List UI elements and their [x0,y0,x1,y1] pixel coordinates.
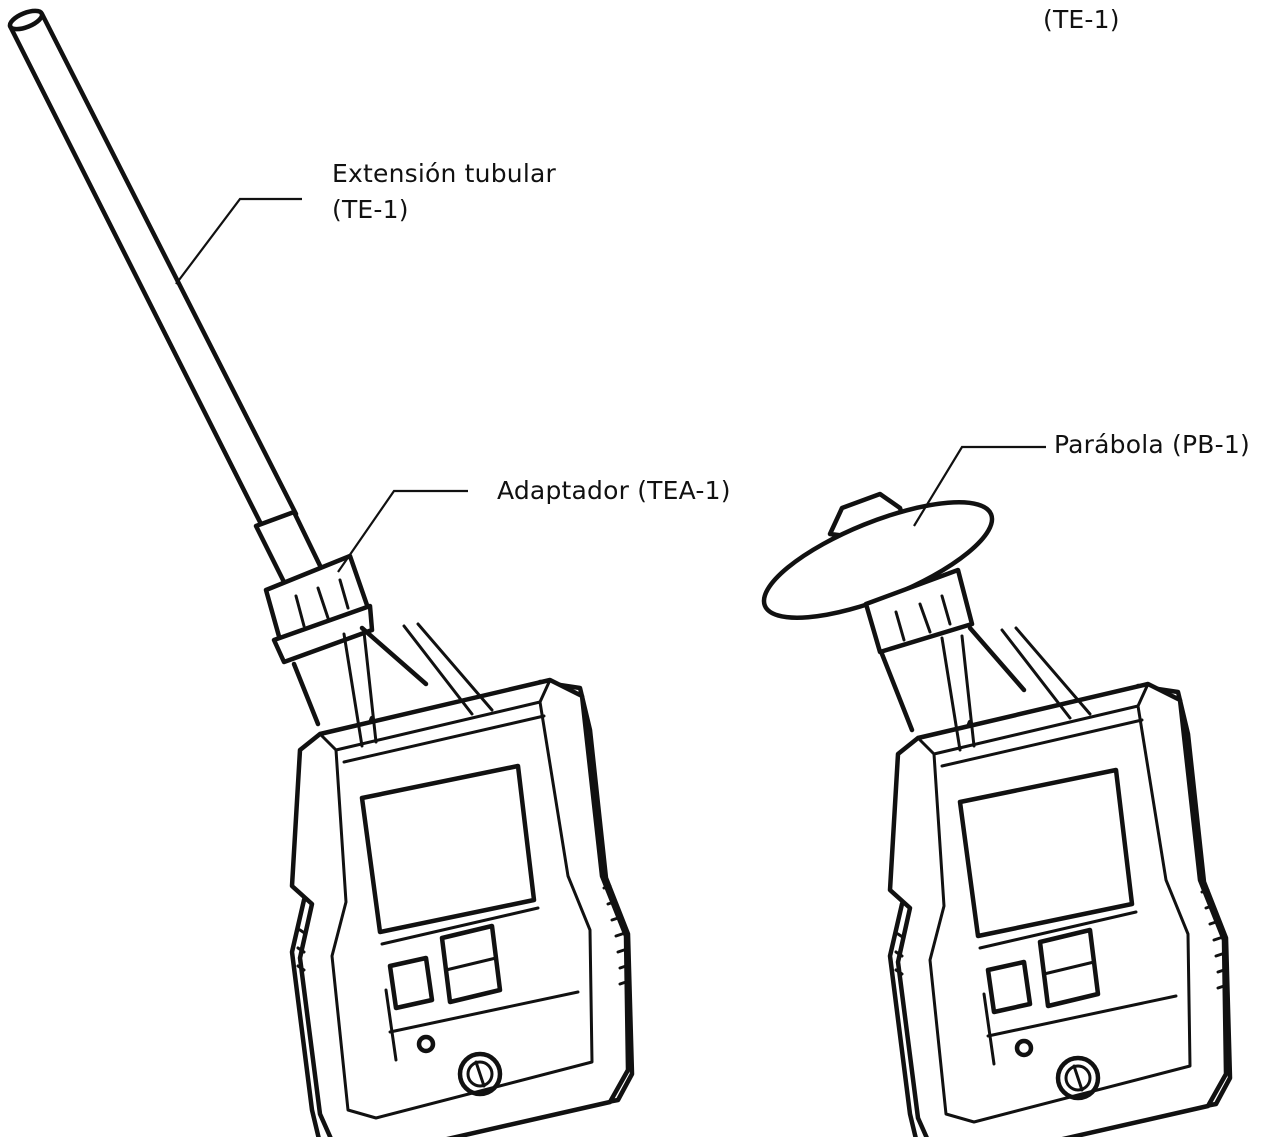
tube-extension-label: Extensión tubular [332,159,556,188]
left-meter-with-tube [7,8,632,1137]
tube-extension-code-label: (TE-1) [332,195,409,224]
top-corner-code-label: (TE-1) [1043,5,1120,34]
leader-adapter [337,489,468,573]
tube-extension [7,11,299,529]
leader-tube-extension [175,197,302,285]
parabola-label: Parábola (PB-1) [1054,430,1250,459]
leader-parabola [913,445,1046,527]
adapter-label: Adaptador (TEA-1) [497,476,731,505]
right-meter-with-parabola [761,491,1230,1137]
parabola-collar [863,567,975,655]
adapter-base [271,603,375,665]
